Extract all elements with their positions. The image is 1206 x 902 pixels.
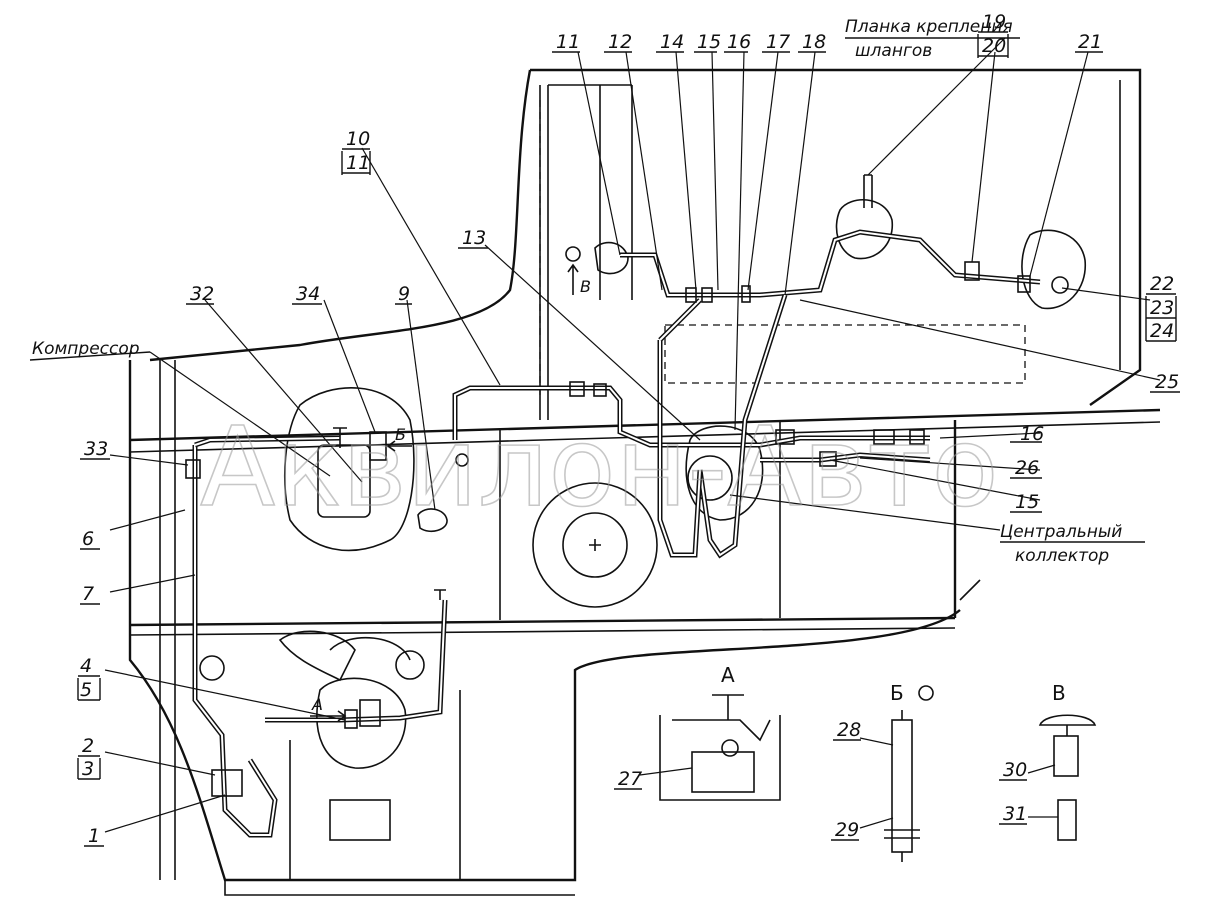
callout-32: 32 — [190, 283, 214, 305]
callout-22: 22 — [1150, 273, 1174, 295]
callout-17: 17 — [766, 31, 790, 53]
callout-27: 27 — [618, 768, 642, 790]
view-b-rotation-icon — [918, 685, 934, 701]
view-title-v: В — [1052, 681, 1066, 705]
callout-14: 14 — [660, 31, 684, 53]
callout-7: 7 — [82, 583, 94, 605]
callout-34: 34 — [296, 283, 320, 305]
callout-15-top: 15 — [697, 31, 721, 53]
callout-3: 3 — [82, 758, 94, 780]
arrow-a-icon — [310, 710, 347, 722]
callout-16-top: 16 — [727, 31, 751, 53]
caption-central-collector-2: коллектор — [1015, 546, 1109, 566]
callout-12: 12 — [608, 31, 632, 53]
callout-18: 18 — [802, 31, 826, 53]
callout-5: 5 — [80, 679, 92, 701]
callout-9: 9 — [398, 283, 410, 305]
air-lines — [192, 229, 1041, 838]
callout-23: 23 — [1150, 297, 1174, 319]
callout-31: 31 — [1003, 803, 1027, 825]
machine-outline — [128, 68, 1161, 896]
callout-10: 10 — [346, 128, 370, 150]
callout-24: 24 — [1150, 320, 1174, 342]
leader-lines — [104, 37, 1161, 833]
callout-15-right: 15 — [1015, 491, 1039, 513]
callout-16-right: 16 — [1020, 423, 1044, 445]
arrow-label-v: В — [580, 277, 591, 296]
callout-19: 19 — [982, 11, 1006, 33]
callout-1: 1 — [88, 825, 100, 847]
callout-20: 20 — [982, 35, 1006, 57]
caption-hose-bracket-1: Планка крепления — [845, 17, 1013, 37]
callout-labels: 1 2 3 4 5 6 7 9 10 11 11 12 13 14 15 15 … — [80, 11, 1179, 847]
fittings — [185, 261, 1069, 797]
callout-4: 4 — [80, 655, 92, 677]
callout-2: 2 — [82, 735, 94, 757]
callout-underlines — [77, 31, 1180, 847]
callout-13: 13 — [462, 227, 486, 249]
callout-25: 25 — [1155, 371, 1179, 393]
callout-11-lower: 11 — [346, 152, 370, 174]
detail-views — [659, 694, 1097, 862]
caption-central-collector-1: Центральный — [1000, 522, 1122, 542]
arrow-label-a: А — [311, 695, 323, 714]
callout-29: 29 — [835, 819, 859, 841]
view-title-a: А — [721, 663, 735, 687]
callout-26: 26 — [1015, 457, 1039, 479]
callout-11-top: 11 — [556, 31, 580, 53]
callout-30: 30 — [1003, 759, 1027, 781]
arrow-label-b: Б — [395, 425, 406, 444]
arrow-v-icon — [567, 263, 579, 295]
callout-33: 33 — [84, 438, 108, 460]
view-title-b: Б — [890, 681, 904, 705]
caption-hose-bracket-2: шлангов — [855, 41, 932, 61]
watermark: Аквилон-Авто — [200, 403, 999, 531]
callout-6: 6 — [82, 528, 94, 550]
callout-28: 28 — [837, 719, 861, 741]
arrow-b-icon — [386, 440, 412, 452]
callout-21: 21 — [1078, 31, 1102, 53]
